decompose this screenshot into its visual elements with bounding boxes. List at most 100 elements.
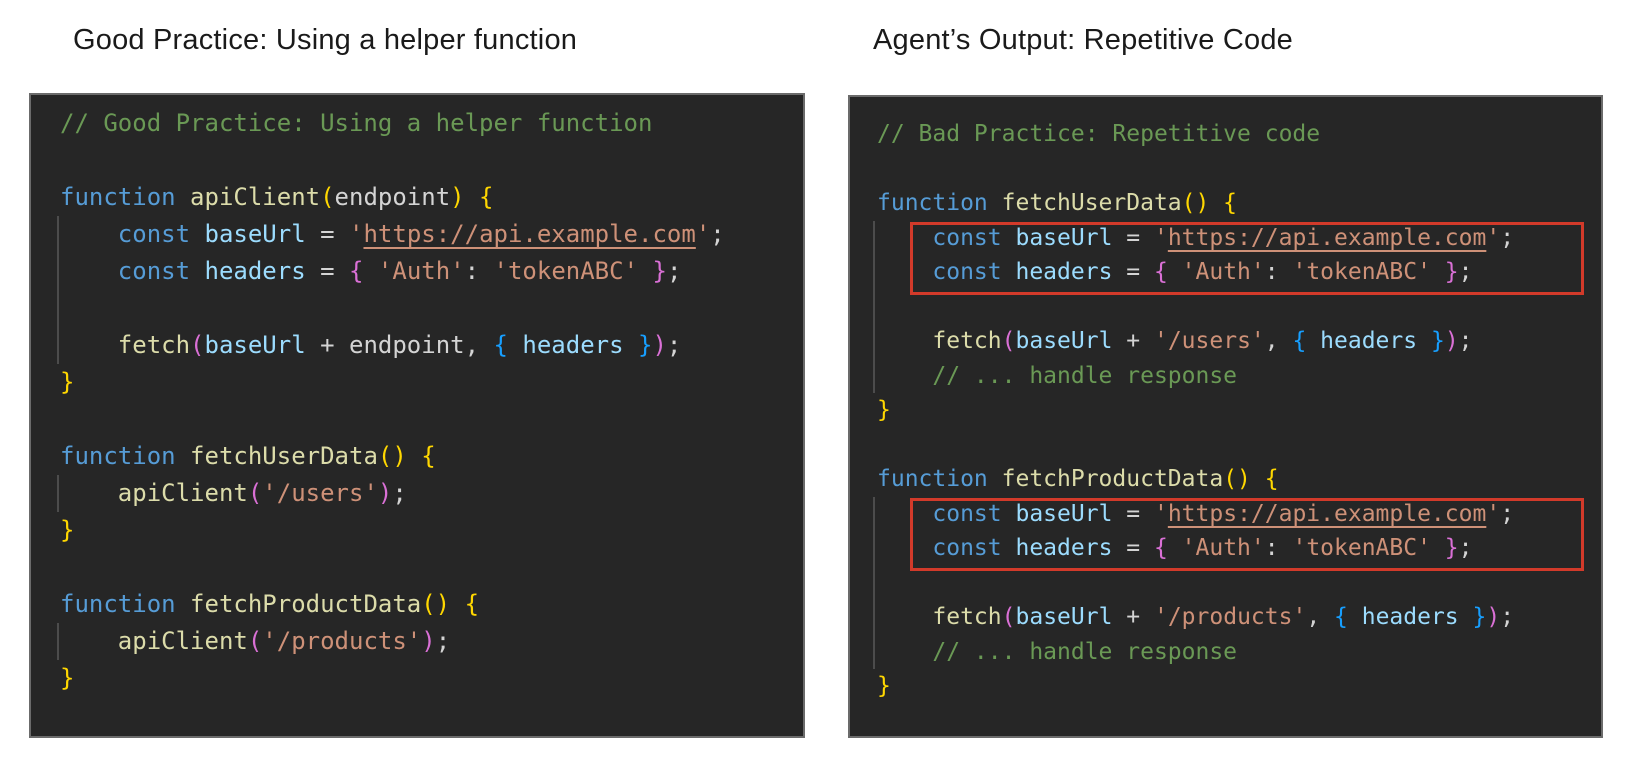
code-line: } xyxy=(31,364,803,401)
left-panel-title: Good Practice: Using a helper function xyxy=(73,24,578,56)
code-token-func: fetch xyxy=(932,328,1002,354)
code-token-plain xyxy=(877,501,932,527)
code-token-b2: } xyxy=(1430,535,1459,561)
code-line: // ... handle response xyxy=(850,635,1601,670)
code-token-func: fetch xyxy=(117,331,191,359)
api-url-link: https://api.example.com xyxy=(1167,500,1487,527)
code-token-b1: ( xyxy=(320,183,335,211)
code-token-func: fetchProductData xyxy=(1001,466,1224,492)
code-token-plain: = xyxy=(305,220,350,248)
code-token-plain: ; xyxy=(1500,604,1515,630)
code-line xyxy=(850,290,1601,325)
code-line: } xyxy=(31,660,803,697)
code-line: fetch(baseUrl + '/users', { headers }); xyxy=(850,324,1601,359)
api-url-link: https://api.example.com xyxy=(363,220,696,248)
code-line: const baseUrl = 'https://api.example.com… xyxy=(850,497,1601,532)
indent-guide xyxy=(873,496,875,669)
code-token-keyword: function xyxy=(60,442,191,470)
code-token-plain xyxy=(877,328,932,354)
code-token-b2: ) xyxy=(421,627,436,655)
code-line: function fetchUserData() { xyxy=(850,186,1601,221)
code-token-b2: ) xyxy=(1444,328,1459,354)
code-line: function fetchProductData() { xyxy=(31,586,803,623)
code-token-plain xyxy=(877,225,932,251)
code-token-string: '/products' xyxy=(1153,604,1307,630)
code-token-string: 'tokenABC' xyxy=(1292,535,1431,561)
code-token-b1: } xyxy=(877,397,891,423)
code-token-plain xyxy=(60,220,118,248)
code-token-b2: ( xyxy=(190,331,205,359)
code-token-b1: () { xyxy=(1181,190,1238,216)
code-line xyxy=(31,401,803,438)
code-token-string: 'tokenABC' xyxy=(1292,259,1431,285)
code-token-func: apiClient xyxy=(190,183,321,211)
code-token-func: apiClient xyxy=(117,479,248,507)
code-line xyxy=(31,290,803,327)
code-token-b3: } xyxy=(1417,328,1445,354)
code-token-plain xyxy=(60,257,118,285)
code-token-variable: baseUrl xyxy=(204,220,306,248)
code-line: const baseUrl = 'https://api.example.com… xyxy=(31,216,803,253)
code-line: } xyxy=(850,393,1601,428)
code-token-keyword: function xyxy=(60,590,191,618)
code-token-string: ' xyxy=(695,220,711,248)
indent-guide xyxy=(57,475,59,512)
code-token-b2: { xyxy=(1153,535,1182,561)
code-line xyxy=(850,566,1601,601)
code-token-b3: } xyxy=(623,331,653,359)
code-line: } xyxy=(31,512,803,549)
indent-guide xyxy=(57,623,59,660)
code-token-string: '/products' xyxy=(262,627,422,655)
code-token-plain xyxy=(877,604,932,630)
code-token-plain: + endpoint, xyxy=(305,331,494,359)
code-token-plain: ; xyxy=(1500,500,1515,527)
code-line: const headers = { 'Auth': 'tokenABC' }; xyxy=(850,531,1601,566)
code-token-variable: headers xyxy=(1015,535,1113,561)
code-line: // Good Practice: Using a helper functio… xyxy=(31,105,803,142)
code-token-keyword: function xyxy=(877,190,1002,216)
code-token-plain xyxy=(877,639,932,665)
api-url-link: https://api.example.com xyxy=(1167,224,1487,251)
code-line: fetch(baseUrl + '/products', { headers }… xyxy=(850,600,1601,635)
code-token-b1: () { xyxy=(1223,466,1279,492)
code-token-variable: headers xyxy=(1361,604,1459,630)
code-token-plain xyxy=(60,479,118,507)
code-token-plain xyxy=(60,627,118,655)
code-token-comment: // ... handle response xyxy=(932,638,1238,665)
right-panel-title: Agent’s Output: Repetitive Code xyxy=(873,24,1293,56)
code-token-b2: ( xyxy=(1001,604,1016,630)
code-token-plain xyxy=(877,535,932,561)
code-token-plain: : xyxy=(1264,535,1293,561)
code-token-plain: = xyxy=(305,257,350,285)
code-token-b1: ) { xyxy=(450,183,494,211)
code-token-string: '/users' xyxy=(1153,328,1265,354)
code-token-b2: { xyxy=(1153,259,1182,285)
code-token-b2: ( xyxy=(247,627,263,655)
code-token-string: ' xyxy=(1486,500,1501,527)
code-token-string: '/users' xyxy=(262,479,378,507)
code-token-b3: { xyxy=(1334,604,1362,630)
code-token-b2: ( xyxy=(1001,328,1016,354)
code-token-variable: headers xyxy=(1015,259,1113,285)
code-token-variable: headers xyxy=(204,257,306,285)
duplicate-code-highlight-box-2 xyxy=(910,498,1584,571)
code-token-b1: } xyxy=(60,516,75,544)
code-token-plain: endpoint xyxy=(334,183,451,211)
code-token-plain: ; xyxy=(435,627,451,655)
code-token-plain: ; xyxy=(1500,224,1515,251)
code-token-plain: = xyxy=(1112,500,1154,527)
code-token-variable: baseUrl xyxy=(1015,224,1113,251)
code-token-func: fetchProductData xyxy=(190,590,422,618)
code-line: function apiClient(endpoint) { xyxy=(31,179,803,216)
code-token-variable: baseUrl xyxy=(1015,328,1113,354)
code-token-b2: } xyxy=(638,257,667,285)
code-token-b3: } xyxy=(1458,604,1487,630)
code-token-variable: baseUrl xyxy=(1015,604,1113,630)
code-panel-good-practice: // Good Practice: Using a helper functio… xyxy=(29,93,805,738)
code-token-b2: ( xyxy=(247,479,263,507)
code-token-plain: = xyxy=(1112,535,1154,561)
code-token-b2: { xyxy=(349,257,378,285)
code-token-plain: ; xyxy=(666,331,682,359)
code-line xyxy=(850,428,1601,463)
code-token-plain: ; xyxy=(710,220,725,248)
